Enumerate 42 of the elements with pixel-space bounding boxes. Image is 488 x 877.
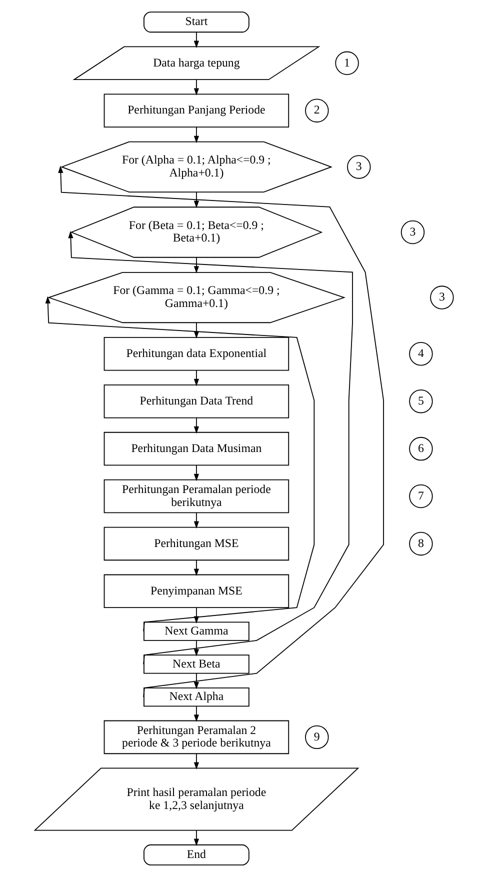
arrow — [194, 370, 199, 386]
arrow — [194, 126, 199, 144]
arrow — [194, 79, 199, 96]
node-circle: 2 — [305, 98, 329, 122]
node-circle: 8 — [409, 532, 433, 556]
arrow — [194, 257, 199, 274]
node-circle: 6 — [409, 436, 433, 461]
node-box: Next Beta — [144, 654, 250, 674]
node-box: Perhitungan data Exponential — [104, 337, 290, 371]
node-circle: 5 — [409, 389, 433, 414]
node-box: Next Gamma — [144, 622, 250, 641]
node-box: Perhitungan Peramalan periode berikutnya — [104, 479, 290, 514]
arrow — [194, 706, 199, 722]
node-box: Perhitungan Data Musiman — [104, 432, 290, 466]
node-box: Perhitungan Panjang Periode — [104, 94, 290, 128]
arrow — [194, 192, 199, 208]
node-circle: 4 — [409, 342, 433, 366]
node-box: Perhitungan Data Trend — [104, 384, 290, 418]
arrow — [194, 830, 199, 846]
arrow — [194, 512, 199, 529]
arrow — [194, 640, 199, 656]
node-box: Next Alpha — [144, 687, 250, 707]
node-circle: 3 — [430, 286, 454, 310]
node-circle: 9 — [305, 725, 329, 750]
node-circle: 1 — [335, 51, 359, 76]
arrow — [68, 230, 353, 665]
arrow — [45, 296, 315, 632]
arrow — [194, 753, 199, 770]
arrow — [58, 166, 384, 698]
arrow — [194, 418, 199, 434]
node-circle: 3 — [347, 155, 371, 179]
node-circle: 7 — [409, 484, 433, 508]
node-circle: 3 — [400, 220, 425, 244]
node-box: Start — [144, 12, 250, 33]
node-box: End — [144, 844, 250, 866]
node-box: Penyimpanan MSE — [104, 574, 290, 608]
arrow — [194, 32, 199, 48]
node-box: Perhitungan Peramalan 2 periode & 3 periode berikutnya — [104, 720, 290, 754]
arrow — [194, 560, 199, 576]
arrow — [194, 673, 199, 690]
arrow — [194, 464, 199, 482]
node-box: Perhitungan MSE — [104, 526, 290, 561]
